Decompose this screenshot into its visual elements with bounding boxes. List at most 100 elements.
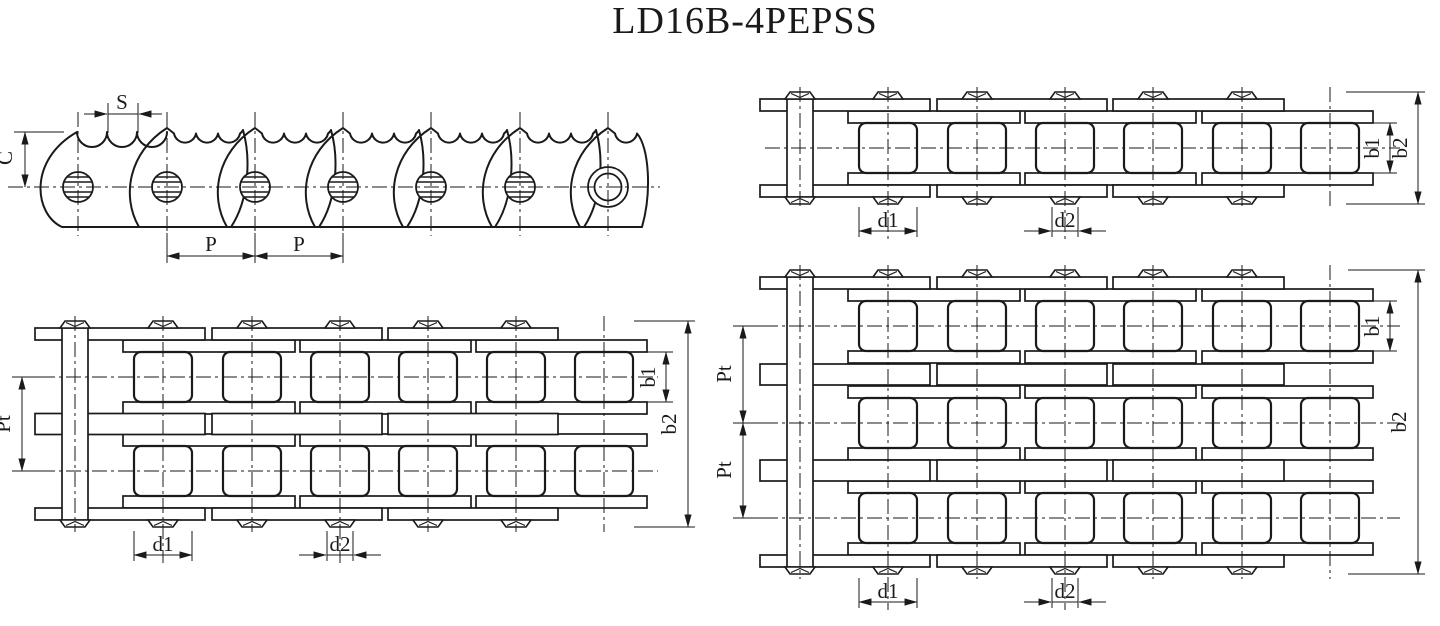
pin-rivet-cone bbox=[1143, 567, 1163, 574]
inner-link-plate bbox=[847, 172, 1021, 186]
triplex-dim-d2: d2 bbox=[1024, 578, 1106, 608]
inner-link-plate bbox=[1201, 172, 1374, 186]
pin-rivet-cone bbox=[330, 520, 350, 527]
inner-link-plate bbox=[1024, 447, 1197, 461]
dim-label-p1: P bbox=[205, 232, 217, 256]
inner-link-plate bbox=[1201, 447, 1374, 461]
pin-rivet-cone bbox=[506, 520, 526, 527]
triplex-dim-pt: Pt Pt bbox=[712, 325, 772, 519]
triplex-plan-view bbox=[737, 265, 1400, 610]
inner-link-plate bbox=[122, 433, 296, 447]
simplex-plan-view bbox=[759, 87, 1400, 239]
pin-rivet-cone bbox=[1232, 567, 1252, 574]
simplex-dim-b2: b2 bbox=[1346, 91, 1425, 205]
dim-label-d1: d1 bbox=[878, 579, 899, 603]
inner-link-plate bbox=[1201, 350, 1374, 364]
plate-outline bbox=[39, 127, 650, 228]
duplex-dim-pt: Pt bbox=[0, 376, 52, 472]
pin-rivet-cone bbox=[1055, 567, 1075, 574]
inner-link-plate bbox=[1024, 480, 1197, 494]
inner-link-plate bbox=[1024, 385, 1197, 399]
inner-link-plate bbox=[122, 339, 296, 353]
triplex-dim-b2: b2 bbox=[1348, 269, 1425, 575]
inner-link-plate bbox=[847, 288, 1021, 302]
dim-label-d1: d1 bbox=[878, 208, 899, 232]
inner-link-plate bbox=[299, 495, 472, 509]
inner-link-plate bbox=[847, 447, 1021, 461]
dim-label-p2: P bbox=[293, 232, 305, 256]
outer-link-plate bbox=[936, 554, 1108, 568]
dim-label-pt1: Pt bbox=[712, 365, 736, 383]
middle-link-plate bbox=[34, 412, 206, 436]
pin-rivet-cone bbox=[790, 567, 810, 574]
inner-link-plate bbox=[1201, 288, 1374, 302]
dim-pitch-p: P P bbox=[166, 232, 344, 263]
outer-link-plate bbox=[936, 98, 1108, 112]
inner-link-plate bbox=[1024, 542, 1197, 556]
inner-link-plate bbox=[847, 385, 1021, 399]
middle-link-plate bbox=[759, 459, 931, 482]
outer-link-plate bbox=[211, 507, 383, 521]
inner-link-plate bbox=[299, 401, 472, 415]
duplex-dim-b2: b2 bbox=[634, 320, 695, 528]
inner-link-plate bbox=[847, 110, 1021, 124]
dim-label-c: C bbox=[0, 151, 17, 165]
outer-link-plate bbox=[936, 276, 1108, 290]
triplex-dim-b1: b1 bbox=[1338, 300, 1397, 352]
inner-link-plate bbox=[122, 495, 296, 509]
outer-link-plate bbox=[211, 327, 383, 341]
dim-label-b1: b1 bbox=[1360, 138, 1384, 159]
middle-link-plate bbox=[936, 363, 1108, 386]
outer-link-plate bbox=[1112, 184, 1285, 198]
dim-label-b2: b2 bbox=[1387, 412, 1411, 433]
inner-link-plate bbox=[1201, 542, 1374, 556]
inner-link-plate bbox=[1024, 110, 1197, 124]
pin-rivet-cone bbox=[418, 520, 438, 527]
simplex-dim-b1: b1 bbox=[1338, 122, 1397, 174]
outer-link-plate bbox=[1112, 554, 1285, 568]
pin-rivet-cone bbox=[967, 567, 987, 574]
dim-label-d2: d2 bbox=[1055, 579, 1076, 603]
outer-link-plate bbox=[759, 554, 931, 568]
side-elevation-view bbox=[8, 112, 660, 236]
inner-link-plate bbox=[475, 433, 648, 447]
outer-link-plate bbox=[936, 184, 1108, 198]
inner-link-plate bbox=[475, 495, 648, 509]
dim-label-d1: d1 bbox=[153, 532, 174, 556]
inner-link-plate bbox=[1024, 288, 1197, 302]
inner-link-plate bbox=[1024, 172, 1197, 186]
middle-link-plate bbox=[759, 363, 931, 386]
inner-link-plate bbox=[299, 339, 472, 353]
pin-rivet-cone bbox=[153, 520, 173, 527]
dim-label-pt2: Pt bbox=[712, 461, 736, 479]
dim-label-b1: b1 bbox=[636, 367, 660, 388]
outer-link-plate bbox=[759, 276, 931, 290]
outer-link-plate bbox=[759, 184, 931, 198]
duplex-dim-b1: b1 bbox=[614, 351, 673, 403]
simplex-dim-d1: d1 bbox=[858, 207, 918, 237]
pin-rivet-cone bbox=[878, 567, 898, 574]
pin-rivet-cone bbox=[242, 520, 262, 527]
duplex-dim-d2: d2 bbox=[299, 531, 381, 561]
dim-label-b1: b1 bbox=[1360, 316, 1384, 337]
outer-link-plate bbox=[387, 507, 559, 521]
inner-link-plate bbox=[475, 401, 648, 415]
inner-link-plate bbox=[122, 401, 296, 415]
inner-link-plate bbox=[299, 433, 472, 447]
outer-link-plate bbox=[1112, 98, 1285, 112]
dim-label-b2: b2 bbox=[1388, 138, 1412, 159]
inner-link-plate bbox=[1201, 385, 1374, 399]
inner-link-plate bbox=[1201, 480, 1374, 494]
simplex-dim-d2: d2 bbox=[1024, 207, 1106, 237]
drawing-title: LD16B-4PEPSS bbox=[612, 0, 878, 42]
outer-link-plate bbox=[34, 507, 206, 521]
middle-link-plate bbox=[387, 412, 559, 436]
outer-link-plate bbox=[34, 327, 206, 341]
dim-tooth-spacing-s: S bbox=[84, 90, 162, 133]
triplex-dim-d1: d1 bbox=[858, 578, 918, 608]
outer-link-plate bbox=[387, 327, 559, 341]
inner-link-plate bbox=[847, 480, 1021, 494]
inner-link-plate bbox=[847, 350, 1021, 364]
